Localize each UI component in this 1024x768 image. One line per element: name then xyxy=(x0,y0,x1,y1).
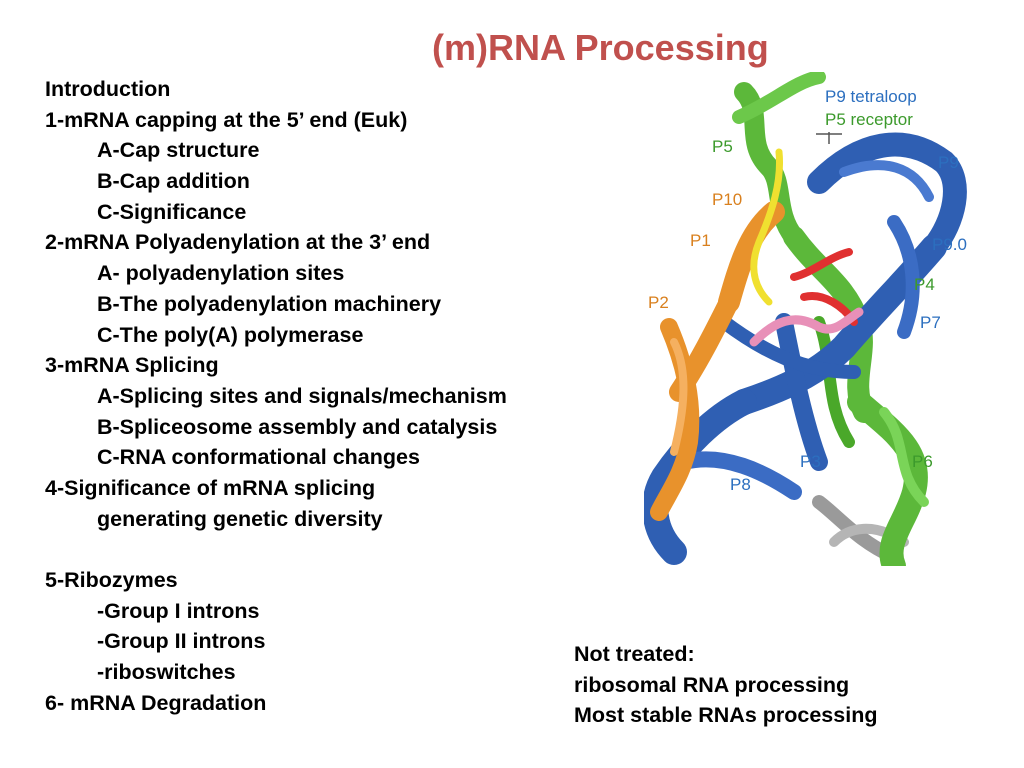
outline-spacer xyxy=(45,534,507,565)
slide-title: (m)RNA Processing xyxy=(432,27,769,68)
green-helix-p6 xyxy=(879,407,929,507)
group-i-intron-structure-figure: P9 tetraloop P5 receptor P5 P9 P10 P1 P9… xyxy=(644,72,994,566)
outline-item: 6- mRNA Degradation xyxy=(45,690,267,715)
pink-strand xyxy=(749,307,864,347)
label-p5-receptor: P5 receptor xyxy=(825,110,913,129)
rna-structure-illustration: P9 tetraloop P5 receptor P5 P9 P10 P1 P9… xyxy=(644,72,967,566)
blue-helix-p8 xyxy=(676,451,802,500)
blue-helix-p9-0 xyxy=(887,215,920,339)
note-heading: Not treated: xyxy=(574,642,695,666)
label-p10: P10 xyxy=(712,190,742,209)
not-treated-note: Not treated: ribosomal RNA processing Mo… xyxy=(574,639,877,731)
label-p7: P7 xyxy=(920,313,941,332)
orange-helix-p2 xyxy=(670,338,688,456)
blue-helix-p3 xyxy=(775,313,828,471)
outline-item: B-Spliceosome assembly and catalysis xyxy=(97,414,498,439)
outline-item: B-The polyadenylation machinery xyxy=(97,291,442,316)
label-p9-tetraloop: P9 tetraloop xyxy=(825,87,917,106)
outline-item: 5-Ribozymes xyxy=(45,568,178,592)
label-p8: P8 xyxy=(730,475,751,494)
outline-item: generating genetic diversity xyxy=(97,506,383,531)
yellow-strand xyxy=(750,148,784,306)
note-line: Most stable RNAs processing xyxy=(574,703,878,728)
outline-item: A- polyadenylation sites xyxy=(97,261,345,286)
outline-item: C-The poly(A) polymerase xyxy=(97,322,364,347)
outline-item: 4-Significance of mRNA splicing xyxy=(45,475,376,500)
green-helix-p3 xyxy=(813,316,855,448)
label-p9: P9 xyxy=(938,153,959,172)
outline-item: C-Significance xyxy=(97,199,247,224)
label-p9-0: P9.0 xyxy=(932,235,967,254)
outline-item: 3-mRNA Splicing xyxy=(45,353,219,378)
outline-item: B-Cap addition xyxy=(97,169,250,194)
label-p4: P4 xyxy=(914,275,935,294)
label-p5: P5 xyxy=(712,137,733,156)
blue-helix-p9 xyxy=(807,132,967,259)
blue-helix-p7 xyxy=(717,315,861,379)
outline-item: -riboswitches xyxy=(97,660,236,685)
label-p1: P1 xyxy=(690,231,711,250)
blue-helix-p9 xyxy=(839,160,934,202)
outline-item: -Group I introns xyxy=(97,598,260,623)
green-helix-p5 xyxy=(732,72,826,124)
red-strand xyxy=(790,248,853,281)
outline-item: A-Splicing sites and signals/mechanism xyxy=(97,383,507,408)
label-p6: P6 xyxy=(912,452,933,471)
label-p3: P3 xyxy=(800,452,821,471)
outline-item: A-Cap structure xyxy=(97,138,260,163)
outline-item: 2-mRNA Polyadenylation at the 3’ end xyxy=(45,230,431,255)
outline-item: Introduction xyxy=(45,77,171,101)
outline-item: 1-mRNA capping at the 5’ end (Euk) xyxy=(45,107,408,132)
blue-helix-p8 xyxy=(644,389,757,565)
outline-item: C-RNA conformational changes xyxy=(97,445,420,470)
label-p2: P2 xyxy=(648,293,669,312)
outline-item: -Group II introns xyxy=(97,629,266,654)
note-line: ribosomal RNA processing xyxy=(574,672,850,697)
topic-outline: Introduction 1-mRNA capping at the 5’ end… xyxy=(45,74,507,718)
